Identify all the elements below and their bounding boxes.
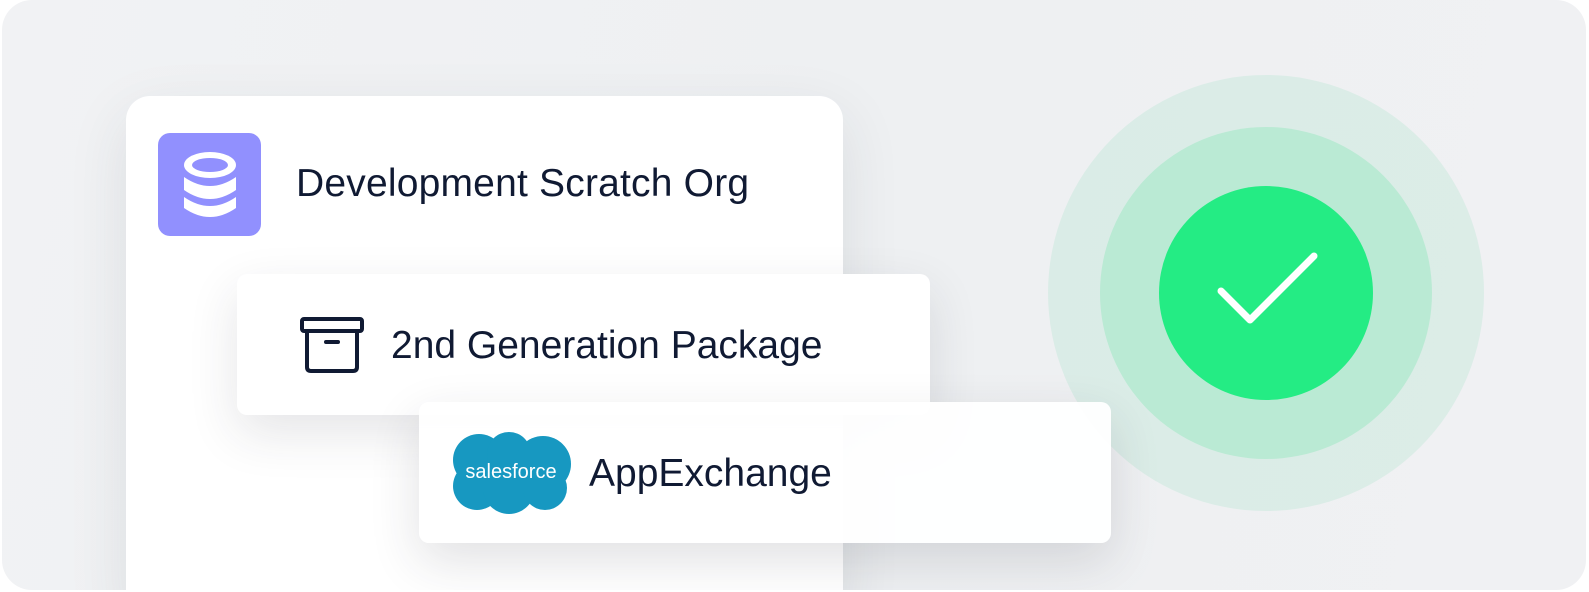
package-title: 2nd Generation Package bbox=[391, 324, 823, 367]
archive-box-icon bbox=[300, 317, 364, 373]
database-icon bbox=[158, 133, 261, 236]
package-card: 2nd Generation Package bbox=[237, 274, 930, 415]
appexchange-card: salesforce AppExchange bbox=[419, 402, 1111, 543]
appexchange-title: AppExchange bbox=[589, 452, 832, 495]
salesforce-logo: salesforce bbox=[453, 432, 571, 514]
checkmark-icon bbox=[1217, 252, 1318, 324]
scratch-org-title: Development Scratch Org bbox=[296, 162, 750, 205]
svg-text:salesforce: salesforce bbox=[465, 461, 556, 483]
success-badge bbox=[1159, 186, 1373, 400]
